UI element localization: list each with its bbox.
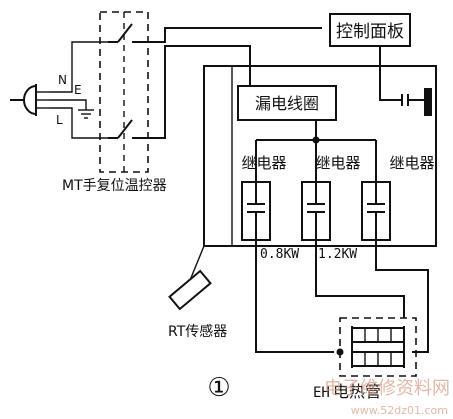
rt-sensor bbox=[168, 245, 212, 311]
control-panel-box bbox=[329, 13, 411, 47]
thermostat-switch-bottom bbox=[108, 119, 140, 139]
relay-3-box bbox=[361, 181, 391, 241]
leakage-coil-box bbox=[237, 85, 337, 121]
watermark-url: www.52dz01.com bbox=[351, 404, 448, 417]
heater-prefix-label: EH bbox=[313, 385, 330, 401]
wire-l bbox=[50, 107, 108, 139]
wire-n bbox=[50, 41, 108, 93]
leakage-coil-label: 漏电线圈 bbox=[255, 94, 319, 113]
power-e-label: E bbox=[74, 83, 82, 97]
wire-relay-3-out bbox=[375, 240, 429, 353]
relay-3-label: 继电器 bbox=[389, 154, 434, 172]
wire-line-bottom bbox=[140, 45, 251, 139]
relay-2-box bbox=[301, 181, 331, 241]
power-n-label: N bbox=[58, 73, 67, 87]
wire-earth bbox=[50, 99, 87, 110]
relay-2-label: 继电器 bbox=[315, 154, 360, 172]
power-plug-symbol bbox=[10, 84, 50, 116]
wire-relay-1-out bbox=[255, 240, 334, 353]
thermostat-switch-top bbox=[108, 23, 140, 43]
wire-line-top bbox=[140, 27, 322, 43]
relay-1-label: 继电器 bbox=[241, 154, 286, 172]
power-1-2-label: 1.2KW bbox=[318, 247, 357, 262]
wire-control-panel bbox=[379, 46, 402, 101]
ground-icon bbox=[78, 109, 94, 119]
heater-label: 电热管 bbox=[333, 382, 381, 401]
relay-1-box bbox=[241, 181, 271, 241]
main-frame bbox=[203, 65, 437, 247]
sensor-label: RT传感器 bbox=[168, 323, 227, 340]
figure-number: ① bbox=[207, 373, 230, 403]
watermark-text: 电子维修资料网 bbox=[324, 378, 450, 399]
contact-icon bbox=[401, 88, 432, 116]
thermostat-label: MT手复位温控器 bbox=[62, 177, 167, 194]
control-panel-label: 控制面板 bbox=[336, 22, 404, 42]
wire-relay-2-out bbox=[315, 240, 405, 318]
heater-assembly bbox=[336, 317, 417, 377]
power-l-label: L bbox=[56, 113, 63, 127]
power-0-8-label: 0.8KW bbox=[260, 247, 299, 262]
